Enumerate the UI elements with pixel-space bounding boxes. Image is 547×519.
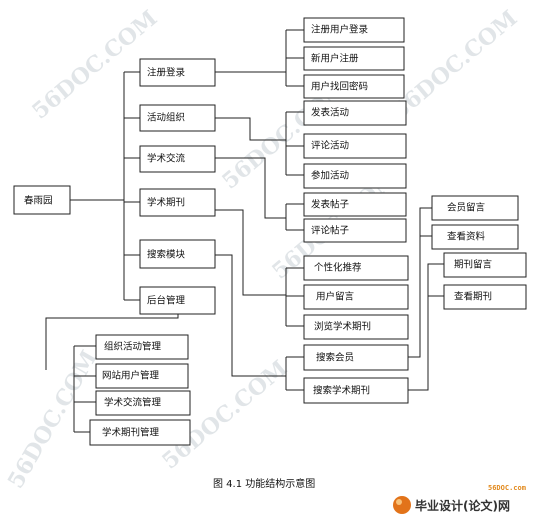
node-journal-msg: 期刊留言 [443, 252, 527, 278]
node-label: 活动组织 [147, 112, 185, 124]
node-label: 个性化推荐 [314, 262, 362, 274]
watermark: 56DOC.COM [3, 346, 103, 493]
brand-url: 56DOC.com [488, 484, 526, 492]
node-label: 注册登录 [147, 67, 186, 79]
node-journal: 学术期刊 [139, 188, 216, 217]
node-label: 浏览学术期刊 [314, 321, 371, 333]
node-label: 后台管理 [147, 295, 186, 307]
node-publish-activity: 发表活动 [303, 100, 407, 126]
node-academic: 学术交流 [139, 145, 216, 173]
node-label: 用户留言 [316, 291, 355, 303]
node-publish-post: 发表帖子 [303, 192, 407, 217]
node-label: 网站用户管理 [102, 370, 160, 382]
node-label: 期刊留言 [454, 259, 493, 271]
node-label: 学术交流 [147, 153, 186, 165]
node-comment-activity: 评论活动 [303, 133, 407, 159]
brand-logo: 56DOC.com 毕业设计(论文)网 [393, 484, 526, 514]
node-activity: 活动组织 [139, 104, 216, 132]
node-label: 春雨园 [24, 195, 53, 207]
node-academic-mgmt: 学术交流管理 [95, 390, 191, 416]
node-recommend: 个性化推荐 [303, 255, 409, 281]
node-label: 发表帖子 [311, 199, 350, 211]
brand-name: 毕业设计(论文)网 [415, 498, 510, 513]
node-label: 评论帖子 [311, 225, 350, 237]
node-label: 新用户注册 [311, 53, 359, 65]
node-journal-mgmt: 学术期刊管理 [89, 419, 191, 446]
node-label: 学术交流管理 [104, 397, 162, 409]
node-find-pwd: 用户找回密码 [303, 74, 405, 99]
node-search-journal: 搜索学术期刊 [303, 377, 409, 404]
node-label: 学术期刊管理 [102, 427, 160, 439]
node-label: 搜索会员 [316, 352, 354, 364]
node-backend: 后台管理 [139, 286, 216, 315]
logo-ball-icon [393, 496, 411, 514]
node-join-activity: 参加活动 [303, 163, 407, 189]
node-label: 学术期刊 [147, 197, 185, 209]
node-new-user: 新用户注册 [303, 46, 405, 71]
node-view-profile: 查看资料 [431, 224, 519, 250]
node-site-user-mgmt: 网站用户管理 [95, 363, 189, 389]
node-view-journal: 查看期刊 [443, 284, 527, 310]
node-label: 注册用户登录 [311, 24, 369, 36]
node-label: 搜索模块 [147, 249, 186, 261]
node-login: 注册登录 [139, 58, 216, 87]
node-comment-post: 评论帖子 [303, 218, 407, 243]
node-label: 会员留言 [447, 202, 486, 214]
node-root: 春雨园 [13, 185, 71, 215]
node-label: 参加活动 [311, 170, 349, 182]
node-search: 搜索模块 [139, 239, 216, 269]
node-label: 发表活动 [311, 107, 349, 119]
figure-caption: 图 4.1 功能结构示意图 [213, 477, 315, 490]
node-label: 查看期刊 [454, 291, 492, 303]
node-search-member: 搜索会员 [303, 344, 409, 371]
node-user-msg: 用户留言 [303, 284, 409, 310]
node-label: 评论活动 [311, 140, 349, 152]
node-label: 查看资料 [447, 231, 486, 243]
node-label: 组织活动管理 [104, 341, 162, 353]
node-member-msg: 会员留言 [431, 195, 519, 221]
node-label: 搜索学术期刊 [313, 385, 370, 397]
node-org-mgmt: 组织活动管理 [95, 334, 189, 360]
node-reg-login: 注册用户登录 [303, 17, 405, 43]
node-browse-journal: 浏览学术期刊 [303, 314, 409, 340]
logo-highlight [396, 499, 402, 505]
node-label: 用户找回密码 [311, 81, 368, 93]
watermark: 56DOC.COM [387, 5, 522, 124]
connectors [45, 29, 444, 433]
